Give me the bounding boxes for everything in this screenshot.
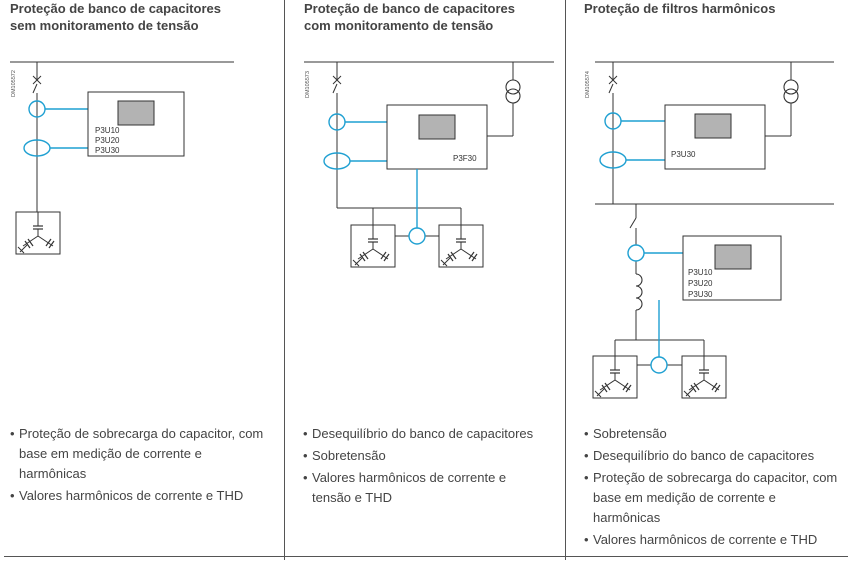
col3-title-line1: Proteção de filtros harmônicos xyxy=(584,1,776,16)
col3-bullet-3: Proteção de sobrecarga do capacitor, com… xyxy=(584,468,846,528)
column-divider-2 xyxy=(565,0,566,560)
col2-neutral-ct xyxy=(408,227,426,245)
col2-title-line2: com monitoramento de tensão xyxy=(304,18,494,33)
col2-bullet-3: Valores harmônicos de corrente e tensão … xyxy=(303,468,512,508)
col1-title-line2: sem monitoramento de tensão xyxy=(10,18,199,33)
col3-ct-2 xyxy=(627,244,645,262)
col3-bullet-1: Sobretensão xyxy=(584,424,846,444)
col1-relay-label-3: P3U30 xyxy=(95,146,120,155)
column-divider-1 xyxy=(284,0,285,560)
col1-title-line1: Proteção de banco de capacitores xyxy=(10,1,221,16)
col1-capacitor-bank xyxy=(15,211,61,255)
col3-relay-lower-label-1: P3U10 xyxy=(688,268,713,277)
col3-diagram: P3U30 P3U10 P3U20 P3U30 xyxy=(592,61,834,399)
col2-bullet-1: Desequilíbrio do banco de capacitores xyxy=(303,424,561,444)
col3-bullet-4: Valores harmônicos de corrente e THD xyxy=(584,530,846,550)
col2-bullet-2: Sobretensão xyxy=(303,446,561,466)
col2-voltage-transformer xyxy=(505,79,521,104)
col2-capacitor-bank-1 xyxy=(350,224,396,268)
col2-title-line1: Proteção de banco de capacitores xyxy=(304,1,515,16)
col1-bullet-list: Proteção de sobrecarga do capacitor, com… xyxy=(10,424,272,508)
col3-bullet-list: Sobretensão Desequilíbrio do banco de ca… xyxy=(584,424,846,552)
col3-capacitor-bank-1 xyxy=(592,355,638,399)
col1-relay-label-2: P3U20 xyxy=(95,136,120,145)
col1-bullet-2: Valores harmônicos de corrente e THD xyxy=(10,486,272,506)
col2-bullet-list: Desequilíbrio do banco de capacitores So… xyxy=(303,424,561,510)
col3-title: Proteção de filtros harmônicos xyxy=(584,0,775,17)
col2-relay-screen xyxy=(418,114,456,140)
col3-relay-lower-screen xyxy=(714,244,752,270)
col3-relay-upper-screen xyxy=(694,113,732,139)
col1-title: Proteção de banco de capacitores sem mon… xyxy=(10,0,221,34)
col3-switch-2 xyxy=(629,217,637,229)
col3-voltage-transformer xyxy=(783,79,799,104)
col1-switch xyxy=(32,83,38,94)
col1-diagram: P3U10 P3U20 P3U30 xyxy=(10,61,234,255)
bottom-rule xyxy=(4,556,848,557)
col1-bullet-1: Proteção de sobrecarga do capacitor, com… xyxy=(10,424,272,484)
col3-relay-lower-label-3: P3U30 xyxy=(688,290,713,299)
col2-diagram: P3F30 xyxy=(304,61,554,268)
col2-relay-label-1: P3F30 xyxy=(453,154,477,163)
col3-inductor xyxy=(635,273,643,311)
col2-capacitor-bank-2 xyxy=(438,224,484,268)
col3-capacitor-bank-2 xyxy=(681,355,727,399)
col3-relay-upper-label: P3U30 xyxy=(671,150,696,159)
col3-bullet-2: Desequilíbrio do banco de capacitores xyxy=(584,446,846,466)
col1-relay-screen xyxy=(117,100,155,126)
col3-neutral-ct xyxy=(650,356,668,374)
col2-title: Proteção de banco de capacitores com mon… xyxy=(304,0,515,34)
col3-relay-lower-label-2: P3U20 xyxy=(688,279,713,288)
col1-relay-label-1: P3U10 xyxy=(95,126,120,135)
